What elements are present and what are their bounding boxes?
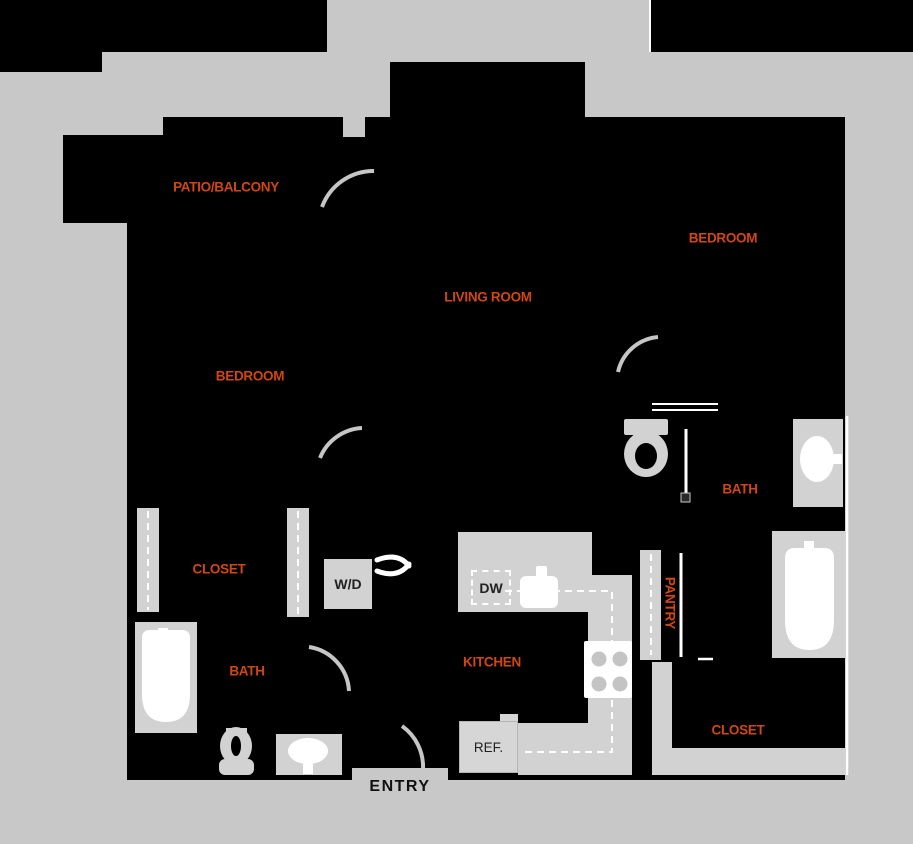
dishwasher-box: DW	[471, 570, 511, 605]
entry-label: ENTRY	[369, 778, 431, 795]
toilet-upper-icon	[624, 419, 668, 477]
structure-top-left-corner	[0, 0, 102, 72]
entry-door-arc	[400, 724, 426, 770]
bedroom-left-door-arc	[318, 426, 363, 459]
washer-dryer-box: W/D	[324, 559, 372, 609]
room-label-closet-left: CLOSET	[192, 561, 246, 577]
refrigerator-box: REF.	[459, 721, 518, 773]
room-label-bedroom-upper: BEDROOM	[688, 230, 758, 246]
bath-upper-tub-icon	[785, 541, 834, 650]
room-label-pantry: PANTRY	[662, 576, 678, 630]
room-label-patio-balcony: PATIO/BALCONY	[173, 179, 279, 195]
room-label-bedroom-left: BEDROOM	[215, 368, 285, 384]
patio-door-opening	[343, 117, 365, 137]
dashed-counter-lines	[147, 511, 652, 753]
room-label-kitchen: KITCHEN	[463, 654, 521, 670]
dishwasher-label: DW	[479, 579, 503, 596]
entry-door-opening	[352, 768, 448, 797]
toilet-lower-icon	[219, 727, 254, 775]
bath-lower-sink-icon	[288, 738, 328, 774]
main-unit-floor	[163, 117, 845, 780]
bath-lower-door-arc	[308, 645, 351, 692]
patio-wing-floor	[63, 135, 163, 223]
refrigerator-label: REF.	[473, 739, 504, 755]
door-swing-arcs	[308, 168, 659, 770]
structure-top-right-strip	[650, 0, 913, 52]
closet-lower-shelf-bottom	[652, 748, 845, 775]
room-label-closet-lower: CLOSET	[711, 722, 765, 738]
washer-dryer-label: W/D	[334, 576, 362, 592]
bath-lower-tub-icon	[142, 628, 190, 722]
room-label-bath-upper: BATH	[722, 481, 758, 497]
structure-top-center-block	[390, 62, 585, 117]
stove-icon	[584, 641, 632, 698]
bedroom-upper-door-arc	[616, 335, 659, 373]
door-hinge-block	[680, 492, 691, 503]
bifold-door-icon	[374, 554, 412, 577]
closet-lower-shelf-vertical	[652, 662, 672, 775]
room-label-bath-lower: BATH	[229, 663, 265, 679]
refrigerator-handle	[500, 714, 518, 723]
interior-wall-edges	[649, 0, 849, 775]
patio-door-arc	[320, 168, 375, 208]
bath-upper-sink-icon	[800, 436, 842, 482]
kitchen-sink-icon	[520, 566, 558, 608]
room-label-living-room: LIVING ROOM	[444, 289, 532, 305]
